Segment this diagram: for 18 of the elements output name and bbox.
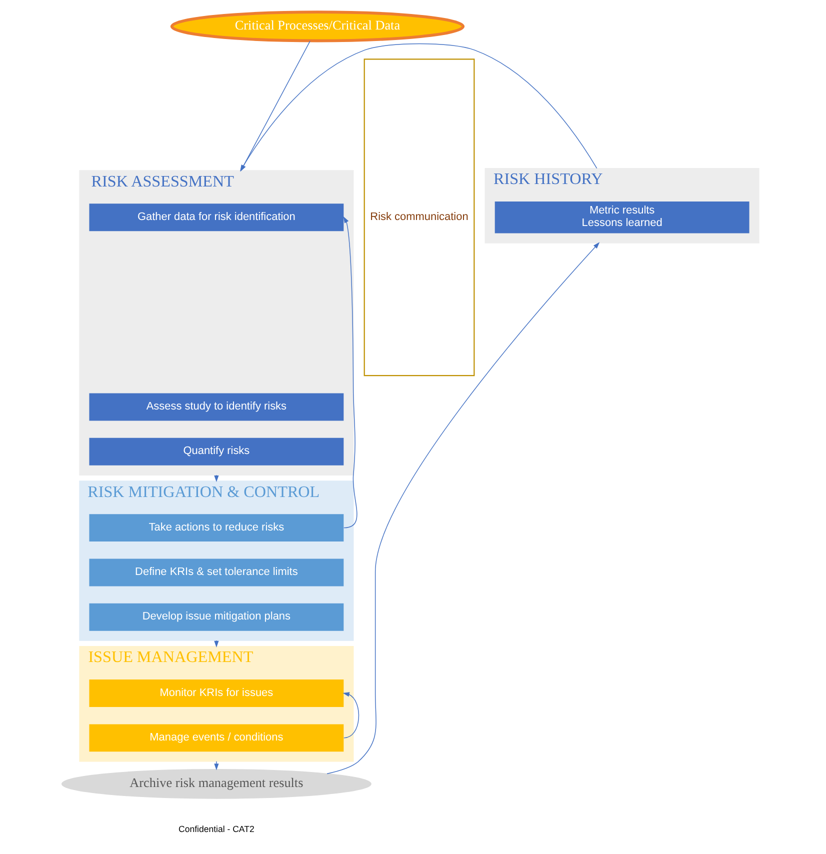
arrow [214,760,218,770]
node-box: Develop issue mitigation plans [88,602,344,630]
node-box: Quantify risks [88,437,344,465]
arrow [326,242,600,774]
node-box: Take actions to reduce risks [88,514,344,542]
node-ellipse: Archive risk management results [60,768,371,798]
arrow [214,474,218,482]
label: Confidential - CAT2 [178,824,254,834]
node-box: Assess study to identify risks [88,392,344,420]
arrow [342,216,357,528]
node-box: Risk communication [363,58,474,376]
node-box: Gather data for risk identification [88,203,344,231]
node-box: Define KRIs & set tolerance limits [88,558,344,586]
node-ellipse: Critical Processes/Critical Data [170,10,464,42]
arrow [214,640,218,648]
node-box: Manage events / conditions [88,724,344,752]
node-box: Metric results Lessons learned [494,200,749,233]
node-box: Monitor KRIs for issues [88,679,344,706]
